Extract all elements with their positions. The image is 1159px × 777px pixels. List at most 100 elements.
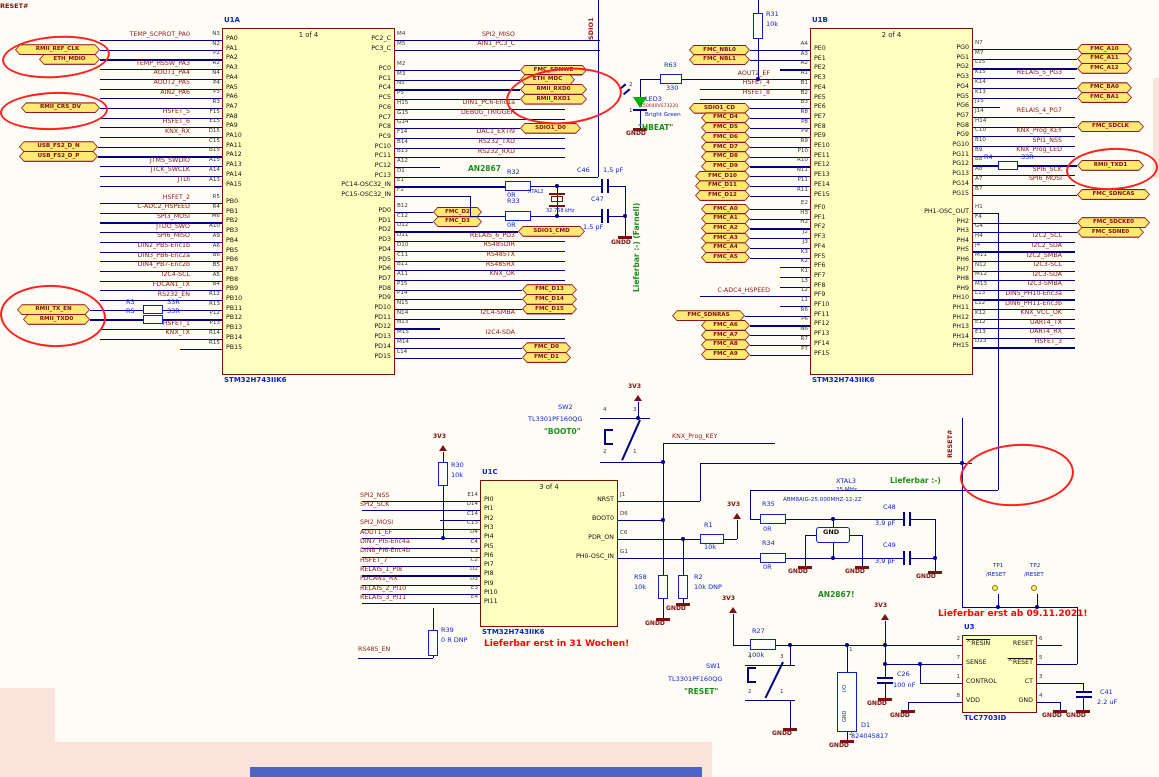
pin-number-L13: L13 xyxy=(975,290,986,297)
annotation-pnum: 2 xyxy=(629,82,633,88)
wire xyxy=(998,594,1000,607)
net-flag-label: FMC_D0 xyxy=(534,344,559,351)
wire xyxy=(100,261,222,263)
pin-number-P5: P5 xyxy=(397,90,404,97)
annotation-netv: RESET# xyxy=(946,429,954,458)
wire xyxy=(395,338,565,340)
net-flag-label: SDIO1_CMD xyxy=(533,227,570,234)
resistor-value: 33R xyxy=(167,307,180,316)
wire xyxy=(776,645,962,647)
gnd-bar xyxy=(656,618,670,621)
net-flag-label: FMC_D13 xyxy=(535,286,564,293)
net-flag-label: FMC_D1 xyxy=(534,354,559,360)
wire xyxy=(100,88,222,90)
pin-name-U1A-PC12: PC12 xyxy=(374,162,391,169)
net-label-HSFET_8: HSFET_8 xyxy=(742,89,770,96)
junction-dot xyxy=(441,536,445,540)
pin-number-2: 2 xyxy=(956,636,960,642)
net-label-I2C2_SCL: I2C2_SCL xyxy=(1032,232,1062,240)
wire xyxy=(618,539,700,541)
junction-dot xyxy=(661,518,665,522)
chip-ref-U1A: U1A xyxy=(224,16,240,24)
annotation-ref6: /RESET xyxy=(1024,572,1044,578)
pin-number-D6: D6 xyxy=(620,511,628,517)
pin-number-B6: B6 xyxy=(212,252,220,259)
pin-name-U1C-NRST: NRST xyxy=(597,496,614,503)
annotation-g: GNDD xyxy=(845,568,865,575)
annotation-ref: R27 xyxy=(752,627,765,635)
net-label-DIN2_PB5-Enc1b: DIN2_PB5-Enc1b xyxy=(137,242,190,249)
wire xyxy=(745,315,810,317)
net-label-HSFET_3: HSFET_3 xyxy=(1034,337,1062,345)
net-flag-FMC_A3: FMC_A3 xyxy=(701,233,750,244)
pin-name-U1B-PF14: PF14 xyxy=(814,339,830,347)
wire xyxy=(750,147,810,149)
annotation-pnum: 4 xyxy=(603,407,607,413)
chip-ref-U1B: U1B xyxy=(812,16,828,24)
chip-page: 3 of 4 xyxy=(539,483,559,491)
annotation-g: 3V3 xyxy=(628,383,641,390)
wire xyxy=(362,528,480,531)
pin-name-U3-RESET: RESET xyxy=(1012,640,1033,647)
cap-plate xyxy=(1076,696,1092,698)
pin-number-M3: M3 xyxy=(397,70,406,77)
pin-number-7: 7 xyxy=(956,655,960,661)
pin-number-E14: E14 xyxy=(467,492,478,498)
pin-number-L14: L14 xyxy=(397,348,408,355)
pin-name-U1B-PF12: PF12 xyxy=(814,320,830,328)
pin-name-U1B-PH6: PH6 xyxy=(956,256,969,263)
net-flag-FMC_D0: FMC_D0 xyxy=(522,342,571,353)
wire xyxy=(90,309,143,311)
net-flag-RMII_TXD1: RMII_TXD1 xyxy=(1077,160,1144,171)
cap-plate xyxy=(601,179,603,193)
power-3v3-arrow-icon xyxy=(729,607,737,613)
wire xyxy=(598,0,600,177)
annotation-ref: LED3 xyxy=(645,95,662,103)
annotation-ref6: Bright Green xyxy=(645,112,681,118)
wire xyxy=(790,700,792,728)
annotation-ref: 10k DNP xyxy=(694,583,722,591)
pin-name-U1A-PB12: PB12 xyxy=(226,314,243,322)
pin-number-E3: E3 xyxy=(470,585,478,591)
pin-name-U1B-PH2: PH2 xyxy=(956,217,969,225)
pin-number-N7: N7 xyxy=(975,40,983,46)
pin-number-R14: R14 xyxy=(208,329,220,336)
wire xyxy=(100,137,222,139)
annotation-ref: TL3301PF160QG xyxy=(528,415,583,423)
pin-name-U1B-PF9: PF9 xyxy=(814,291,826,299)
wire xyxy=(862,535,864,566)
net-flag-label: RMII_TXD0 xyxy=(39,315,74,322)
net-label-RELAIS_6_PD3: RELAIS_6_PD3 xyxy=(469,231,515,239)
wire xyxy=(750,108,810,110)
chip-page: 1 of 4 xyxy=(298,31,319,39)
annotation-ref: C47 xyxy=(591,195,604,203)
net-label-I2C4-SDA: I2C4-SDA xyxy=(485,328,515,336)
pin-name-U1A-PC10: PC10 xyxy=(374,142,391,150)
chip-part: STM32H743IIK6 xyxy=(812,376,875,384)
net-flag-label: SDIO1_CD xyxy=(704,104,735,111)
pin-name-U1A-PA15: PA15 xyxy=(226,180,242,188)
wire xyxy=(98,146,222,148)
net-flag-FMC_A9: FMC_A9 xyxy=(701,349,750,360)
annotation-ref: 1,5 pF xyxy=(583,223,604,231)
pin-name-U1B-PF6: PF6 xyxy=(814,262,826,270)
pin-number-K13: K13 xyxy=(975,88,986,95)
net-flag-FMC_D8: FMC_D8 xyxy=(701,151,750,162)
power-3v3-arrow-icon xyxy=(881,614,889,620)
net-flag-label: FMC_BA0 xyxy=(1090,84,1119,91)
pin-name-U1B-PG4: PG4 xyxy=(956,82,969,90)
hand-drawn-red-circle xyxy=(1064,145,1159,193)
net-flag-FMC_D4: FMC_D4 xyxy=(701,112,750,123)
junction-dot xyxy=(636,416,640,420)
pin-number-M7: M7 xyxy=(975,49,984,56)
pink-wash xyxy=(1153,78,1159,178)
junction-dot xyxy=(883,643,887,647)
pin-name-U1A-PA1: PA1 xyxy=(226,44,238,52)
gnd-bar xyxy=(618,236,632,239)
net-flag-label: FMC_A3 xyxy=(713,234,738,241)
chip-part: STM32H743IIK6 xyxy=(482,628,545,636)
annotation-g: GNDD xyxy=(772,730,792,737)
net-label-AIN1_PC3_C: AIN1_PC3_C xyxy=(477,40,515,48)
pin-number-B4: B4 xyxy=(212,281,220,288)
gnd-bar xyxy=(1076,710,1090,713)
